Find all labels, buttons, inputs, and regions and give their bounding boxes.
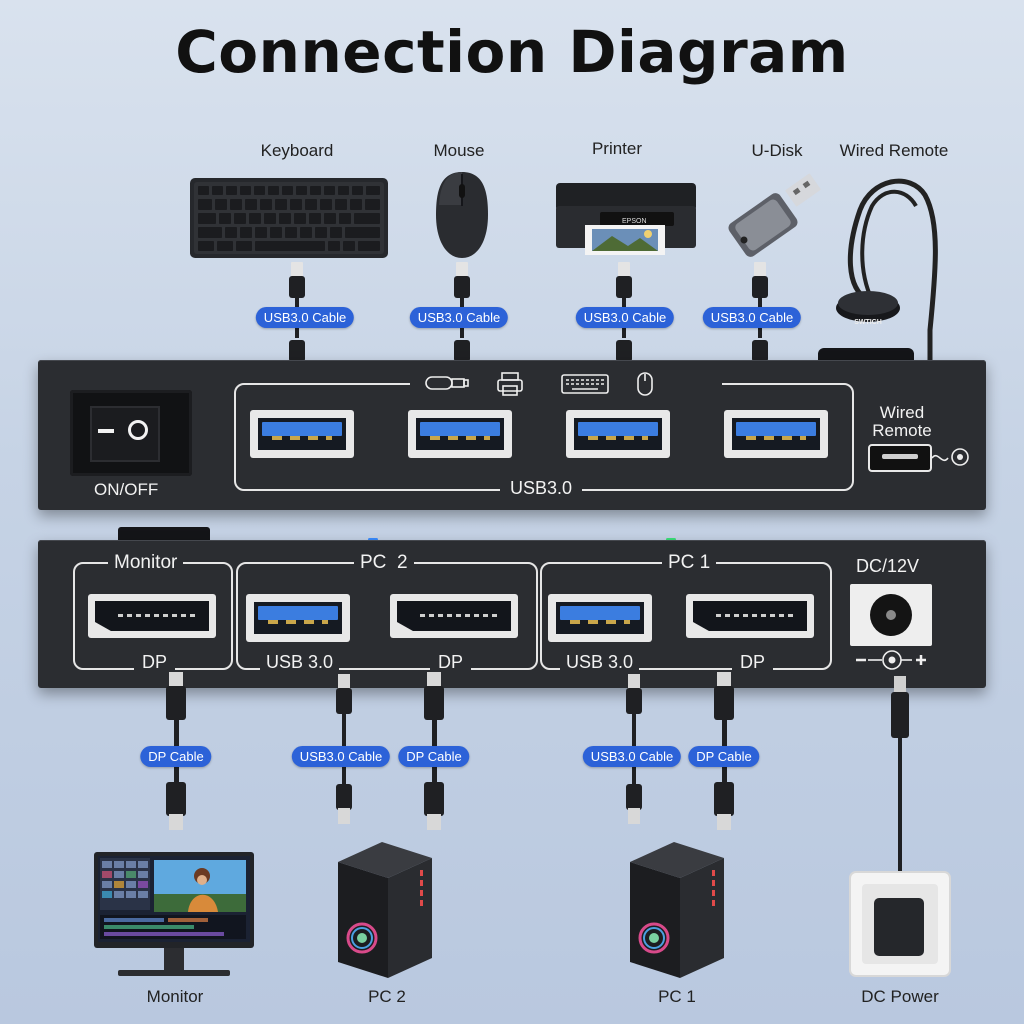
pc2-led xyxy=(368,538,378,541)
usb-group-label: USB3.0 xyxy=(500,478,583,499)
pc1-led xyxy=(666,538,676,541)
wired-remote-icon: SWTICH xyxy=(836,178,938,418)
printer-icon: EPSON xyxy=(556,183,696,255)
keyboard-label: Keyboard xyxy=(260,141,334,160)
cable-pill-monitor: DP Cable xyxy=(140,746,212,767)
remote-cable-icon xyxy=(425,376,469,390)
pc1-tower-icon xyxy=(630,842,724,978)
usb-port-3[interactable] xyxy=(566,410,670,458)
wired-remote-label-line1: Wired xyxy=(879,403,925,422)
cable-pill-pc1-dp: DP Cable xyxy=(688,746,760,767)
wired-remote-port-label: Wired Remote xyxy=(872,404,932,440)
udisk-label: U-Disk xyxy=(751,141,803,160)
keyboard-icon xyxy=(190,178,388,258)
pc2-usb-port[interactable] xyxy=(246,594,350,642)
cable-pill-pc2-dp: DP Cable xyxy=(398,746,470,767)
power-on-mark xyxy=(98,429,114,433)
monitor-icon xyxy=(94,852,254,976)
port-function-icons xyxy=(425,372,653,396)
rear-panel: Monitor DP PC 2 USB 3.0 DP PC 1 USB 3.0 … xyxy=(38,540,986,688)
power-off-mark xyxy=(128,420,148,440)
pc1-dp-label: DP xyxy=(732,652,774,673)
power-outlet-icon xyxy=(849,871,951,977)
dc-label: DC/12V xyxy=(856,556,920,576)
pc1-usb-port[interactable] xyxy=(548,594,652,642)
usb-port-2[interactable] xyxy=(408,410,512,458)
printer-label: Printer xyxy=(591,139,643,158)
wired-remote-port[interactable] xyxy=(868,444,932,472)
dc-jack[interactable] xyxy=(850,584,932,646)
page-title: Connection Diagram xyxy=(175,18,849,86)
front-panel: ON/OFF USB3.0 xyxy=(38,360,986,510)
pc1-group-label: PC 1 xyxy=(662,552,717,574)
monitor-device-label: Monitor xyxy=(146,987,204,1006)
dc-cable xyxy=(891,676,909,900)
monitor-dp-port[interactable] xyxy=(88,594,216,638)
keyboard-small-icon xyxy=(561,374,609,394)
monitor-dp-label: DP xyxy=(134,652,176,673)
mouse-icon xyxy=(436,172,488,258)
cable-pill-mouse: USB3.0 Cable xyxy=(409,307,509,328)
remote-button-text: SWTICH xyxy=(854,319,882,326)
usb-port-4[interactable] xyxy=(724,410,828,458)
rear-tab xyxy=(118,527,210,541)
remote-jack-icon xyxy=(931,448,969,466)
pc1-dp-port[interactable] xyxy=(686,594,814,638)
printer-small-icon xyxy=(497,372,523,396)
mouse-small-icon xyxy=(637,372,653,396)
pc2-dp-port[interactable] xyxy=(390,594,518,638)
pc1-usb-label: USB 3.0 xyxy=(560,652,640,673)
dc-polarity-icon xyxy=(856,650,926,670)
pc2-tower-icon xyxy=(338,842,432,978)
power-switch-label: ON/OFF xyxy=(94,480,159,499)
monitor-group-label: Monitor xyxy=(108,552,184,574)
wired-remote-label: Wired Remote xyxy=(839,141,949,160)
mouse-label: Mouse xyxy=(433,141,485,160)
power-switch[interactable] xyxy=(70,390,192,476)
dc-power-device-label: DC Power xyxy=(861,987,939,1006)
remote-dock xyxy=(818,348,914,362)
cable-pill-udisk: USB3.0 Cable xyxy=(702,307,802,328)
usb-port-1[interactable] xyxy=(250,410,354,458)
pc2-group-label: PC 2 xyxy=(354,552,414,574)
printer-brand: EPSON xyxy=(622,218,647,225)
pc2-usb-label: USB 3.0 xyxy=(260,652,340,673)
cable-pill-printer: USB3.0 Cable xyxy=(575,307,675,328)
pc2-device-label: PC 2 xyxy=(368,987,406,1006)
cable-pill-pc1-usb: USB3.0 Cable xyxy=(582,746,682,767)
pc2-dp-label: DP xyxy=(430,652,472,673)
udisk-icon xyxy=(728,173,821,257)
pc1-device-label: PC 1 xyxy=(658,987,696,1006)
cable-pill-keyboard: USB3.0 Cable xyxy=(255,307,355,328)
cable-pill-pc2-usb: USB3.0 Cable xyxy=(291,746,391,767)
pc1-dp-cable xyxy=(714,672,734,830)
wired-remote-label-line2: Remote xyxy=(872,421,932,440)
